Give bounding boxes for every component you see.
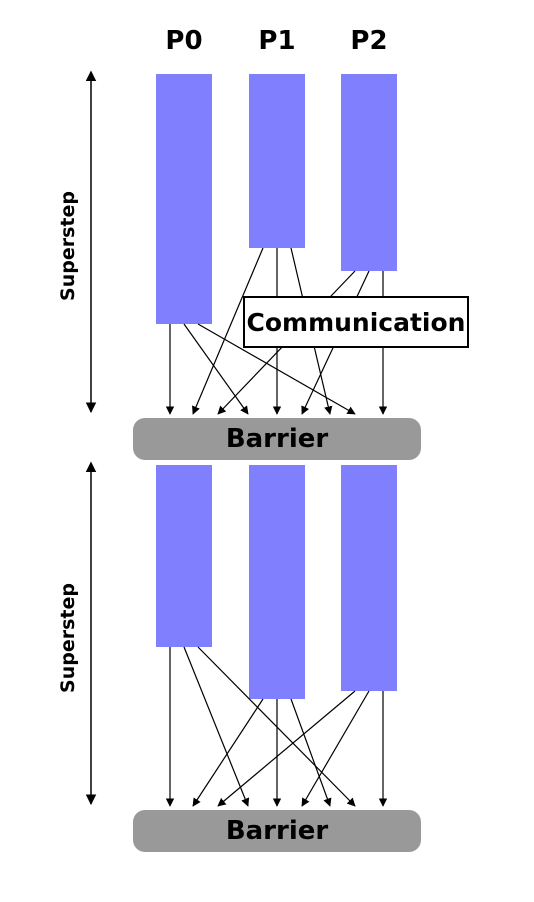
processor-label-p1: P1 bbox=[258, 26, 296, 56]
barrier-label-2: Barrier bbox=[225, 816, 329, 846]
p2-compute-bar-step2 bbox=[341, 465, 397, 691]
p1-compute-bar-step1 bbox=[249, 74, 305, 248]
superstep-label-1: Superstep bbox=[57, 191, 79, 301]
barrier-2: Barrier bbox=[133, 810, 421, 852]
superstep-label-2: Superstep bbox=[57, 583, 79, 693]
communication-label-box: Communication bbox=[243, 296, 469, 348]
p2-compute-bar-step1 bbox=[341, 74, 397, 271]
p0-compute-bar-step2 bbox=[156, 465, 212, 647]
p0-compute-bar-step1 bbox=[156, 74, 212, 324]
processor-label-p0: P0 bbox=[165, 26, 203, 56]
communication-arrows-step2 bbox=[165, 646, 388, 807]
communication-label: Communication bbox=[246, 307, 466, 337]
barrier-1: Barrier bbox=[133, 418, 421, 460]
barrier-label-1: Barrier bbox=[225, 424, 329, 454]
p1-compute-bar-step2 bbox=[249, 465, 305, 699]
processor-label-p2: P2 bbox=[350, 26, 388, 56]
